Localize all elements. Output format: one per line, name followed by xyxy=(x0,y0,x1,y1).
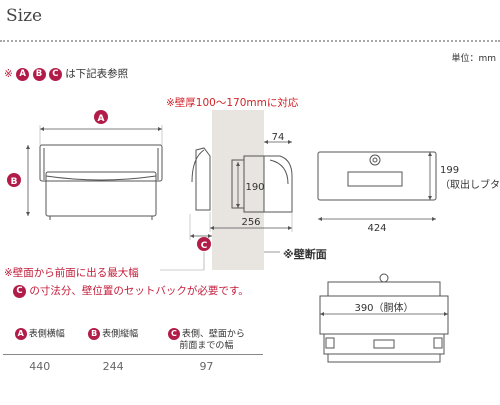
dim-424: 424 xyxy=(367,223,386,234)
side-view xyxy=(191,147,293,213)
value-a: 440 xyxy=(29,359,51,373)
dim-a-badge xyxy=(94,110,108,124)
value-c: 97 xyxy=(199,359,214,373)
setback-note-line1: ※壁面から前面に出る最大幅 xyxy=(4,267,139,279)
setback-circle-c: C xyxy=(13,284,26,298)
header-circle-a: A xyxy=(14,328,27,340)
front-view xyxy=(39,144,163,220)
reference-note: ※ A B C は下記表参照 xyxy=(4,66,128,81)
header-label-a: 表側横幅 xyxy=(28,329,65,340)
circle-b-badge: B xyxy=(32,67,46,81)
dim-390: 390（胴体） xyxy=(354,302,413,314)
dim-190: 190 xyxy=(245,182,264,193)
value-b: 244 xyxy=(102,359,124,373)
dim-b-badge xyxy=(7,173,21,187)
header-label-c: 表側、壁面から 前面までの幅 xyxy=(179,329,245,351)
front-elevation-view xyxy=(317,151,437,201)
dotted-divider xyxy=(0,40,500,42)
dim-74: 74 xyxy=(272,132,285,143)
circle-a-badge: A xyxy=(16,67,30,81)
dim-a-label: A xyxy=(98,114,105,124)
section-title: Size xyxy=(6,6,43,26)
dim-256: 256 xyxy=(241,217,260,228)
setback-note-line2: C の寸法分、壁位置のセットバックが必要です。 xyxy=(4,282,249,300)
note-text: は下記表参照 xyxy=(65,68,129,80)
wall-section-label: ※壁断面 xyxy=(283,248,327,261)
dim-c-badge xyxy=(197,237,211,251)
setback-note: ※壁面から前面に出る最大幅 C の寸法分、壁位置のセットバックが必要です。 xyxy=(4,264,249,300)
dim-b-label: B xyxy=(11,177,18,187)
top-plan-view xyxy=(319,273,449,363)
setback-text: の寸法分、壁位置のセットバックが必要です。 xyxy=(29,285,249,297)
wall-thickness-note: ※壁厚100〜170mmに対応 xyxy=(166,97,299,109)
dim-199-note: （取出しブタ） xyxy=(440,178,500,191)
dim-c-label: C xyxy=(201,241,208,251)
header-circle-c: C xyxy=(167,328,180,340)
header-label-b: 表側縦幅 xyxy=(102,329,139,340)
dim-199: 199 xyxy=(440,165,459,176)
circle-c-badge: C xyxy=(48,67,62,81)
table-row: 440 244 97 xyxy=(3,354,263,374)
note-asterisk: ※ xyxy=(4,68,13,80)
header-circle-b: B xyxy=(88,328,101,340)
unit-label: 単位：mm xyxy=(451,54,496,64)
